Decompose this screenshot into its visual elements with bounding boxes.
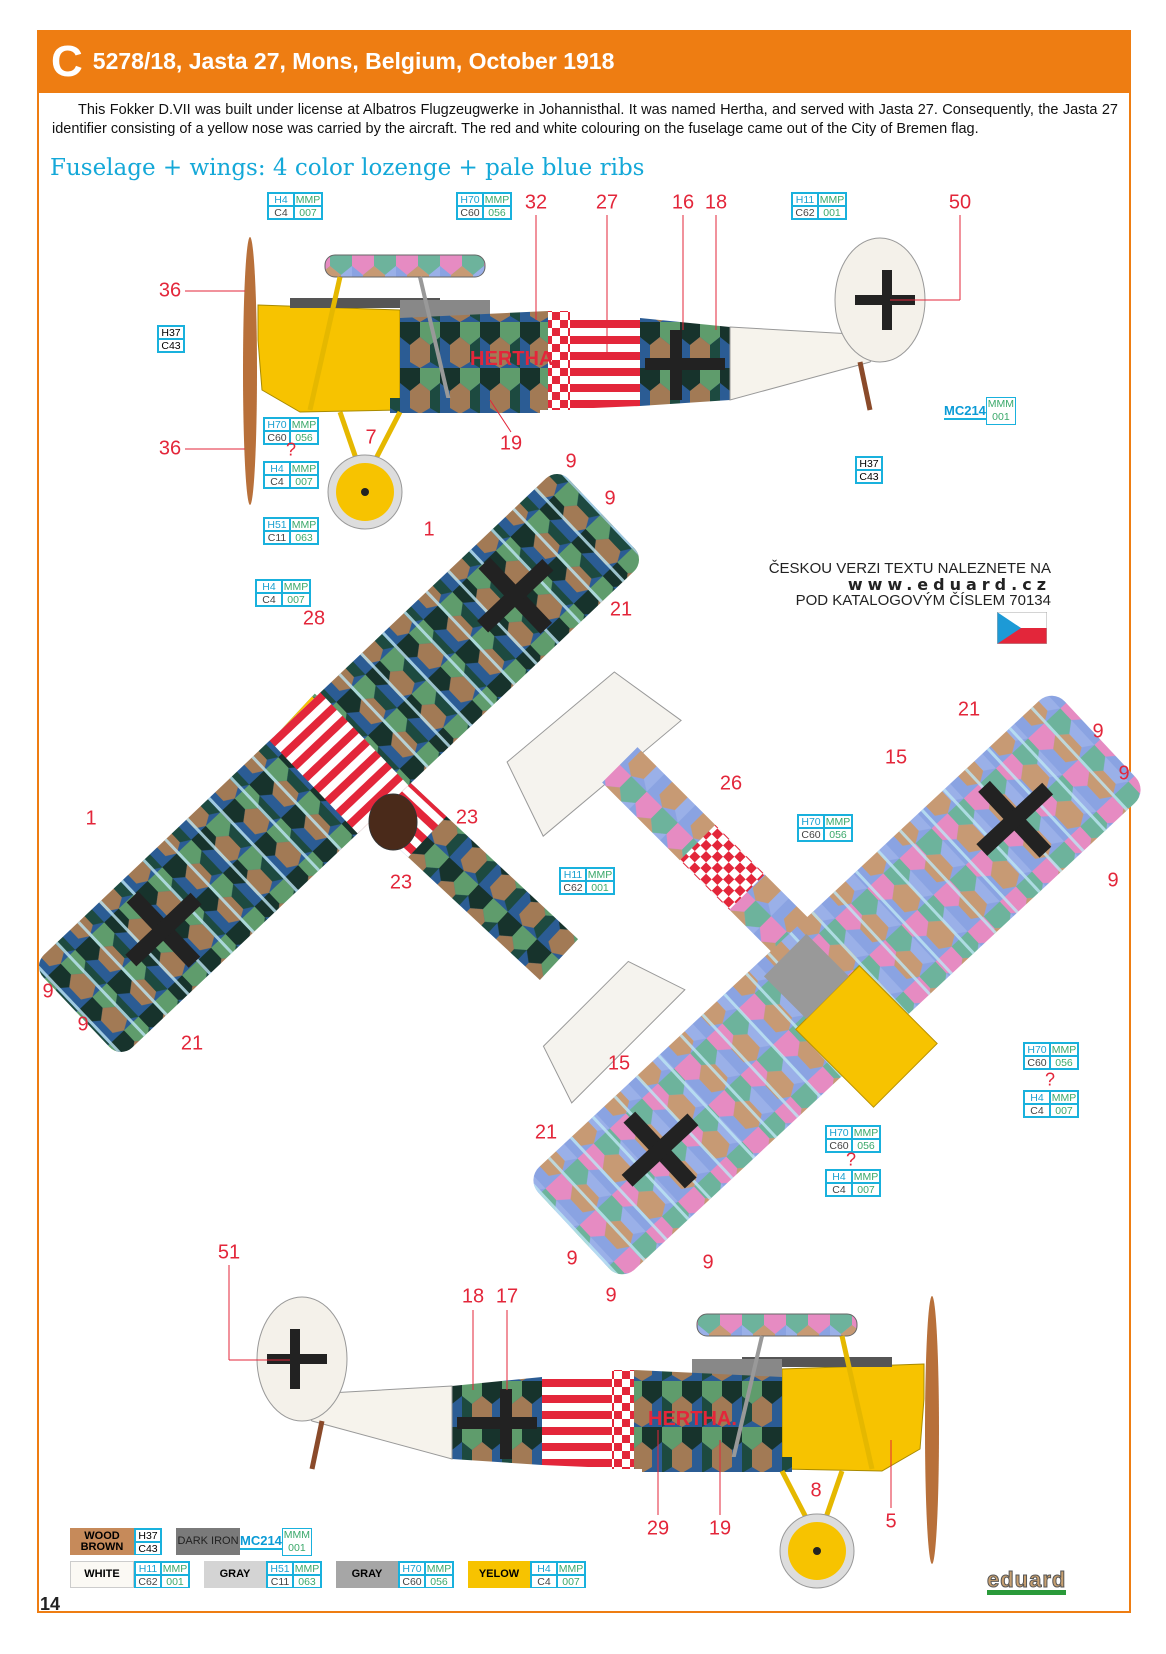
side-view-right bbox=[257, 1296, 939, 1588]
side-view-left bbox=[243, 237, 925, 529]
callout-number: 7 bbox=[365, 426, 377, 449]
callout-number: 21 bbox=[534, 1121, 558, 1144]
scheme-letter: C bbox=[51, 36, 83, 86]
callout-number: 27 bbox=[595, 191, 619, 214]
eduard-url-link[interactable]: www.eduard.cz bbox=[847, 575, 1051, 594]
uncertain-mark: ? bbox=[285, 439, 297, 460]
callout-number: 36 bbox=[158, 279, 182, 302]
callout-number: 19 bbox=[499, 432, 523, 455]
uncertain-mark: ? bbox=[845, 1149, 857, 1170]
callout-number: 9 bbox=[1118, 762, 1130, 785]
callout-number: 21 bbox=[957, 698, 981, 721]
callout-number: 23 bbox=[389, 871, 413, 894]
callout-number: 9 bbox=[565, 450, 577, 473]
callout-number: 5 bbox=[885, 1510, 897, 1533]
callout-number: 8 bbox=[810, 1479, 822, 1502]
czech-flag-icon bbox=[997, 612, 1047, 644]
callout-number: 17 bbox=[495, 1285, 519, 1308]
callout-number: 21 bbox=[609, 598, 633, 621]
callout-number: 15 bbox=[607, 1052, 631, 1075]
callout-number: 9 bbox=[1092, 720, 1104, 743]
callout-number: 26 bbox=[719, 772, 743, 795]
hertha-name: HERTHA. bbox=[470, 348, 559, 370]
page-number: 14 bbox=[40, 1594, 61, 1614]
callout-number: 9 bbox=[605, 1284, 617, 1307]
callout-number: 9 bbox=[566, 1247, 578, 1270]
hertha-name-right: HERTHA. bbox=[648, 1408, 737, 1430]
callout-number: 23 bbox=[455, 806, 479, 829]
callout-number: 1 bbox=[85, 807, 97, 830]
callout-number: 18 bbox=[704, 191, 728, 214]
callout-number: 16 bbox=[671, 191, 695, 214]
callout-number: 50 bbox=[948, 191, 972, 214]
callout-number: 9 bbox=[77, 1013, 89, 1036]
callout-number: 21 bbox=[180, 1032, 204, 1055]
callout-number: 36 bbox=[158, 437, 182, 460]
callout-number: 15 bbox=[884, 746, 908, 769]
callout-number: 29 bbox=[646, 1517, 670, 1540]
czech-note-line2: POD KATALOGOVÝM ČÍSLEM 70134 bbox=[795, 592, 1051, 609]
callout-number: 9 bbox=[604, 487, 616, 510]
scheme-title: 5278/18, Jasta 27, Mons, Belgium, Octobe… bbox=[92, 48, 615, 74]
scheme-header: C 5278/18, Jasta 27, Mons, Belgium, Octo… bbox=[37, 30, 1131, 93]
callout-number: 28 bbox=[302, 607, 326, 630]
callout-number: 32 bbox=[524, 191, 548, 214]
czech-note-line1: ČESKOU VERZI TEXTU NALEZNETE NA bbox=[768, 560, 1051, 577]
callout-number: 9 bbox=[42, 980, 54, 1003]
czech-version-note: ČESKOU VERZI TEXTU NALEZNETE NA www.edua… bbox=[746, 561, 1051, 609]
top-view bbox=[38, 474, 686, 1104]
callout-number: 1 bbox=[423, 518, 435, 541]
camouflage-subtitle: Fuselage + wings: 4 color lozenge + pale… bbox=[50, 155, 645, 181]
callout-number: 18 bbox=[461, 1285, 485, 1308]
eduard-logo: eduard bbox=[986, 1568, 1067, 1595]
callout-number: 19 bbox=[708, 1517, 732, 1540]
callout-leaders bbox=[185, 215, 961, 1515]
bottom-view bbox=[506, 671, 1141, 1275]
callout-number: 51 bbox=[217, 1241, 241, 1264]
scheme-description: This Fokker D.VII was built under licens… bbox=[52, 102, 1118, 137]
callout-number: 9 bbox=[702, 1251, 714, 1274]
uncertain-mark: ? bbox=[1044, 1069, 1056, 1090]
callout-number: 9 bbox=[1107, 869, 1119, 892]
